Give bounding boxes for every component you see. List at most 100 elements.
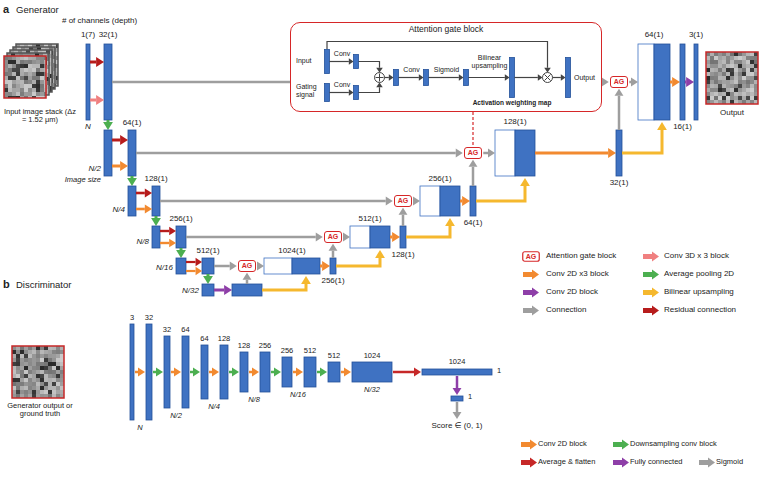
image-pixel bbox=[742, 64, 746, 68]
image-pixel bbox=[24, 362, 28, 366]
image-pixel bbox=[726, 64, 730, 68]
image-pixel bbox=[738, 80, 742, 84]
image-pixel bbox=[28, 72, 32, 76]
connection-arrow bbox=[186, 233, 323, 242]
image-pixel bbox=[40, 370, 44, 374]
image-pixel bbox=[56, 378, 60, 382]
image-pixel bbox=[20, 64, 24, 68]
image-pixel bbox=[36, 60, 40, 64]
channel-count: 512 bbox=[304, 347, 317, 355]
sigmoid-arrow-head bbox=[453, 412, 462, 419]
image-pixel bbox=[44, 378, 48, 382]
channel-count: 128(1) bbox=[503, 118, 526, 127]
conv2d-arrow-shaft bbox=[460, 200, 462, 203]
image-pixel bbox=[48, 354, 52, 358]
channel-count: 512(1) bbox=[196, 247, 219, 256]
image-pixel bbox=[40, 378, 44, 382]
feature-map-bar bbox=[515, 130, 535, 176]
flow-arrow-head bbox=[561, 74, 566, 81]
image-pixel bbox=[28, 362, 32, 366]
image-pixel bbox=[28, 350, 32, 354]
image-pixel bbox=[48, 370, 52, 374]
downsampling-arrow-head bbox=[193, 368, 200, 377]
gating-arrow-head bbox=[469, 160, 478, 167]
image-size-label: N bbox=[85, 123, 91, 132]
image-pixel bbox=[44, 354, 48, 358]
image-pixel bbox=[44, 386, 48, 390]
downsampling-arrow bbox=[190, 368, 200, 377]
feature-map-bar bbox=[354, 55, 359, 69]
image-pixel bbox=[734, 80, 738, 84]
residual-arrow-shaft bbox=[160, 230, 169, 232]
conv2d-arrow bbox=[136, 204, 152, 213]
image-pixel bbox=[710, 60, 714, 64]
gating-arrow-shaft bbox=[402, 215, 405, 226]
channel-count: 256(1) bbox=[428, 175, 451, 184]
pooling-arrow-shaft bbox=[207, 274, 210, 276]
feature-map-bar bbox=[616, 130, 622, 176]
image-pixel bbox=[48, 374, 52, 378]
image-pixel bbox=[12, 92, 16, 96]
image-pixel bbox=[16, 76, 20, 80]
conv2d-arrow bbox=[209, 368, 219, 377]
image-pixel bbox=[722, 76, 726, 80]
image-size-label: N/4 bbox=[208, 403, 220, 411]
image-size-label: N/32 bbox=[182, 287, 199, 296]
image-pixel bbox=[722, 60, 726, 64]
conv3d-arrow-shaft bbox=[90, 99, 96, 102]
feature-map-bar bbox=[566, 58, 571, 98]
feature-map-bar bbox=[424, 70, 429, 86]
image-frame bbox=[12, 346, 64, 398]
image-pixel bbox=[24, 72, 28, 76]
discriminator-network bbox=[12, 324, 492, 420]
flow-arrow bbox=[515, 74, 543, 81]
image-pixel bbox=[24, 350, 28, 354]
add-symbol bbox=[375, 73, 385, 83]
image-pixel bbox=[738, 96, 742, 100]
image-pixel bbox=[24, 390, 28, 394]
image-pixel bbox=[742, 68, 746, 72]
image-pixel bbox=[718, 64, 722, 68]
image-pixel bbox=[718, 76, 722, 80]
upsampling-arrow-shaft bbox=[262, 284, 306, 290]
legend-swatch bbox=[520, 457, 538, 468]
conv2d-arrow-shaft bbox=[341, 371, 344, 374]
image-pixel bbox=[36, 72, 40, 76]
gating-arrow-head bbox=[243, 273, 252, 280]
image-pixel bbox=[56, 374, 60, 378]
pooling-arrow bbox=[127, 176, 137, 186]
block-tag: AG bbox=[614, 78, 625, 86]
connection-arrow-head bbox=[413, 197, 420, 206]
image-pixel bbox=[726, 72, 730, 76]
block-tag: AG bbox=[468, 149, 479, 157]
image-pixel bbox=[32, 366, 36, 370]
image-pixel bbox=[20, 84, 24, 88]
image-pixel bbox=[44, 374, 48, 378]
image-pixel bbox=[738, 84, 742, 88]
image-pixel bbox=[750, 60, 754, 64]
image-pixel bbox=[48, 386, 52, 390]
image-pixel bbox=[32, 64, 36, 68]
connection-arrow bbox=[160, 197, 393, 206]
image-pixel bbox=[56, 386, 60, 390]
attention-gate-symbol bbox=[523, 252, 540, 262]
image-pixel bbox=[40, 386, 44, 390]
legend-label: Sigmoid bbox=[716, 458, 743, 466]
feature-map-bar bbox=[680, 44, 685, 120]
conv2d-arrow-shaft bbox=[320, 265, 322, 268]
image-pixel bbox=[32, 370, 36, 374]
image-pixel bbox=[36, 350, 40, 354]
upsampling-arrow-head bbox=[520, 178, 530, 186]
image-pixel bbox=[8, 80, 12, 84]
legend-swatch bbox=[612, 439, 630, 450]
conv2d-arrow-shaft bbox=[136, 208, 145, 211]
image-pixel bbox=[722, 92, 726, 96]
multiply-symbol-cross bbox=[545, 75, 551, 81]
image-pixel bbox=[742, 96, 746, 100]
average-flatten-arrow-shaft bbox=[393, 371, 414, 374]
channel-count: 3 bbox=[130, 314, 134, 322]
flow-arrow bbox=[359, 83, 383, 93]
image-pixel bbox=[714, 60, 718, 64]
flow-arrow bbox=[359, 62, 383, 73]
